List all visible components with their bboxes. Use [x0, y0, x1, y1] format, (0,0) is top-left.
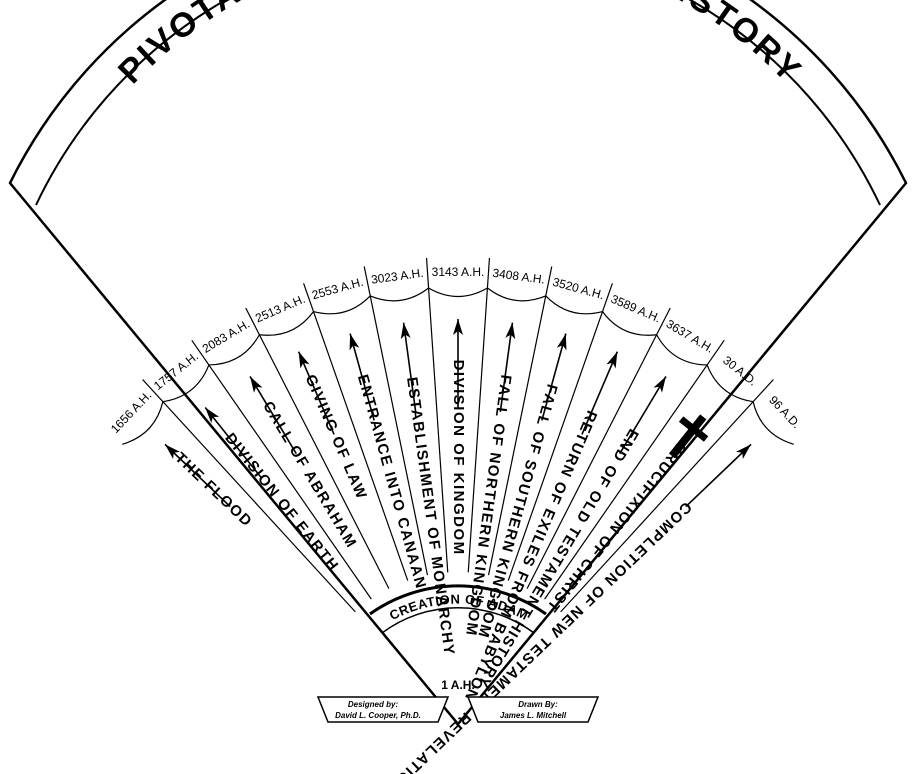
arrow-icon [204, 407, 263, 479]
sector-divider [303, 283, 409, 581]
drawn-by-plaque [466, 696, 600, 723]
arrow-icon [249, 376, 297, 455]
sector-divider [245, 307, 390, 589]
arrow-icon [349, 333, 375, 421]
designed-by-name: David L. Cooper, Ph.D. [335, 711, 421, 720]
sector-divider [487, 266, 553, 576]
event-name: DIVISION OF KINGDOM [450, 360, 467, 556]
date-cell-scallop [487, 287, 546, 302]
arrow-icon [541, 333, 567, 421]
title-band-border [35, 0, 881, 206]
sector-divider [560, 379, 774, 613]
sector-divider [142, 379, 356, 613]
sector-divider [544, 339, 725, 600]
date-cell-scallop [162, 364, 210, 403]
sector-divider [363, 266, 429, 576]
date-cell-scallop [545, 295, 603, 315]
date-cell-scallop [208, 334, 260, 366]
date-cell-scallop [370, 287, 429, 302]
sector-divider [507, 283, 613, 581]
sector-divider [526, 307, 671, 589]
date-cell-scallop [656, 334, 708, 366]
arrow-icon [685, 443, 752, 508]
event-date: 96 A.D. [766, 393, 803, 431]
adam-hub-inner-arc [381, 607, 535, 634]
arrow-icon [453, 319, 463, 409]
date-cell-scallop [706, 364, 754, 403]
arrow-icon [619, 376, 667, 455]
arrow-icon [499, 322, 516, 412]
designed-by-label: Designed by: [348, 700, 399, 709]
date-cell-scallop [313, 295, 371, 315]
date-cell-scallop [428, 287, 488, 297]
designed-by-plaque [316, 696, 450, 723]
origin-date: 1 A.H. [441, 678, 475, 692]
date-cell-scallop [752, 401, 794, 445]
event-date: 3143 A.H. [432, 265, 485, 279]
event-date: 1656 A.H. [108, 388, 155, 436]
date-cell-scallop [122, 401, 164, 445]
drawn-by-label: Drawn By: [518, 700, 558, 709]
cross-icon [668, 414, 709, 459]
date-cell-scallop [602, 311, 657, 336]
drawn-by-name: James L. Mitchell [500, 711, 567, 720]
sector-divider [425, 258, 449, 573]
sector-divider [467, 258, 491, 573]
arrow-icon [297, 351, 335, 435]
adam-hub-outer-arc [369, 584, 547, 616]
arrow-icon [581, 351, 619, 435]
arrow-icon [164, 443, 231, 508]
sector-divider [191, 339, 372, 600]
date-cell-scallop [259, 311, 314, 336]
arrow-icon [400, 322, 417, 412]
